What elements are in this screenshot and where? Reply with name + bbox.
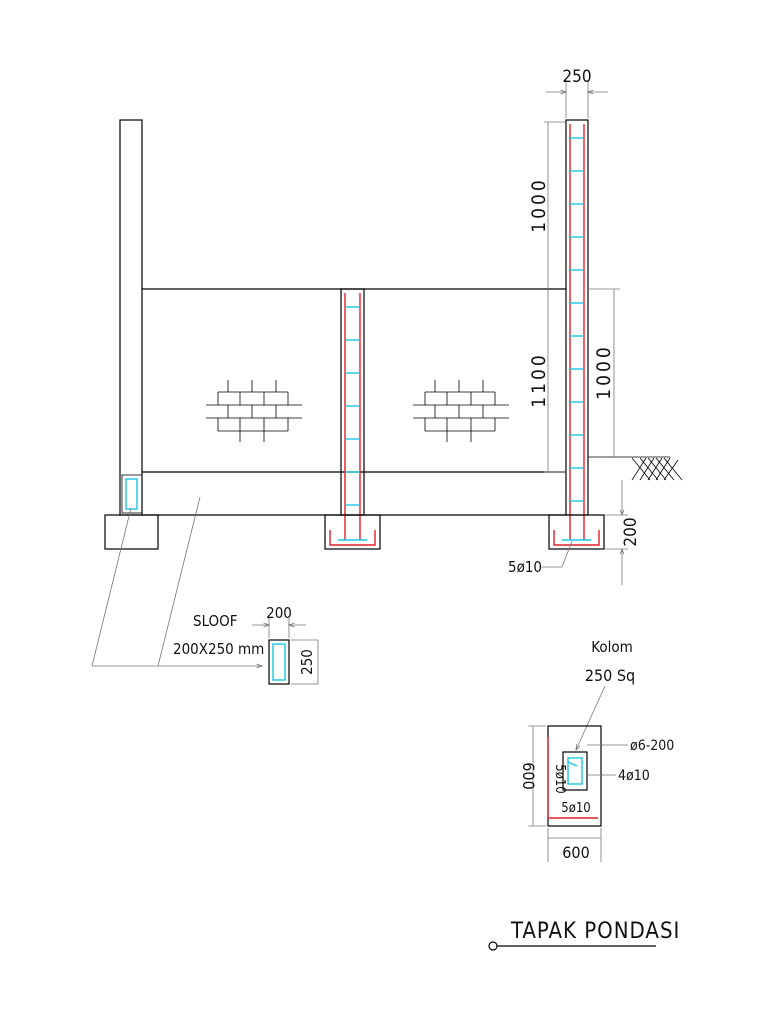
sloof-height-label: 250 — [298, 649, 316, 675]
dim-ground-height: 1000 — [588, 288, 620, 457]
sloof-width-label: 200 — [266, 604, 292, 622]
dim-upper-height: 1000 — [528, 121, 566, 288]
dim-column-width: 250 — [546, 67, 608, 118]
dim-upper-height-label: 1000 — [528, 177, 550, 233]
footing-detail: ø6-200 4ø10 5ø10 5ø10 600 600 — [519, 685, 674, 862]
main-bars-label: 4ø10 — [618, 768, 650, 784]
dim-column-width-label: 250 — [562, 67, 591, 87]
title-label: TAPAK PONDASI — [510, 919, 680, 944]
kolom-size-label: 250 Sq — [585, 666, 635, 685]
sloof-label: SLOOF — [193, 612, 238, 630]
dim-ground-height-label: 1000 — [593, 344, 615, 400]
right-footing — [548, 514, 605, 550]
ground-hatch — [588, 456, 683, 481]
brick-pattern-right — [413, 380, 509, 442]
middle-column — [340, 288, 365, 540]
dim-footing-depth: 200 — [604, 480, 641, 585]
footing-bars-label: 5ø10 — [508, 558, 542, 576]
dim-wall-height: 1100 — [528, 290, 566, 473]
detail-width-label: 600 — [562, 843, 589, 862]
side-bars-label: 5ø10 — [552, 764, 567, 793]
dim-wall-height-label: 1100 — [528, 352, 550, 408]
bottom-bars-label: 5ø10 — [561, 801, 590, 816]
sloof-size-label: 200X250 mm — [173, 640, 264, 658]
dim-footing-depth-label: 200 — [621, 517, 641, 546]
right-column — [565, 119, 589, 540]
brick-pattern-left — [206, 380, 302, 442]
detail-height-label: 600 — [519, 762, 538, 789]
drawing-title: TAPAK PONDASI — [488, 919, 680, 951]
footing-bars-callout: 5ø10 — [508, 540, 573, 576]
middle-footing — [324, 514, 381, 550]
sloof-beam — [142, 471, 566, 516]
kolom-label: Kolom — [591, 638, 633, 656]
sloof-leaders — [91, 496, 262, 666]
left-footing — [104, 514, 159, 550]
sloof-section: 200 250 — [252, 604, 319, 685]
stirrup-label: ø6-200 — [630, 738, 674, 754]
left-column — [119, 119, 143, 516]
